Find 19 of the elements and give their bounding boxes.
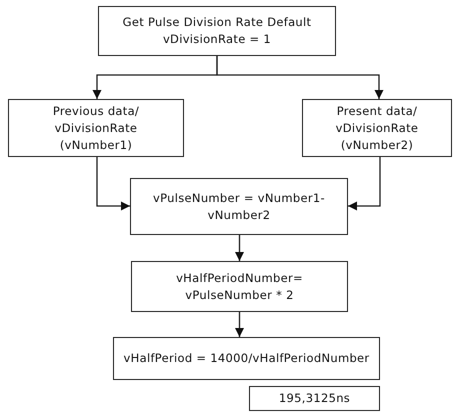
box-text: vHalfPeriodNumber= vPulseNumber * 2 — [175, 270, 304, 304]
box-text: vPulseNumber = vNumber1-vNumber2 — [152, 190, 326, 224]
box-text: Get Pulse Division Rate Default vDivisionRate = 1 — [122, 14, 312, 48]
process-box — [98, 6, 336, 56]
box-text: vHalfPeriod = 14000/vHalfPeriodNumber — [122, 350, 370, 367]
process-box — [131, 261, 348, 312]
process-box — [302, 99, 452, 157]
box-text: Previous data/ vDivisionRate (vNumber1) — [52, 102, 140, 154]
arrow — [235, 235, 244, 261]
process-box — [130, 178, 348, 235]
box-text: 195,3125ns — [278, 390, 352, 407]
process-box — [113, 337, 380, 380]
box-text: Present data/ vDivisionRate (vNumber2) — [334, 102, 420, 154]
process-box — [8, 99, 184, 157]
arrow — [235, 312, 244, 337]
arrow — [96, 157, 130, 210]
process-box — [249, 386, 380, 411]
arrow — [216, 56, 384, 99]
arrow — [348, 157, 381, 210]
